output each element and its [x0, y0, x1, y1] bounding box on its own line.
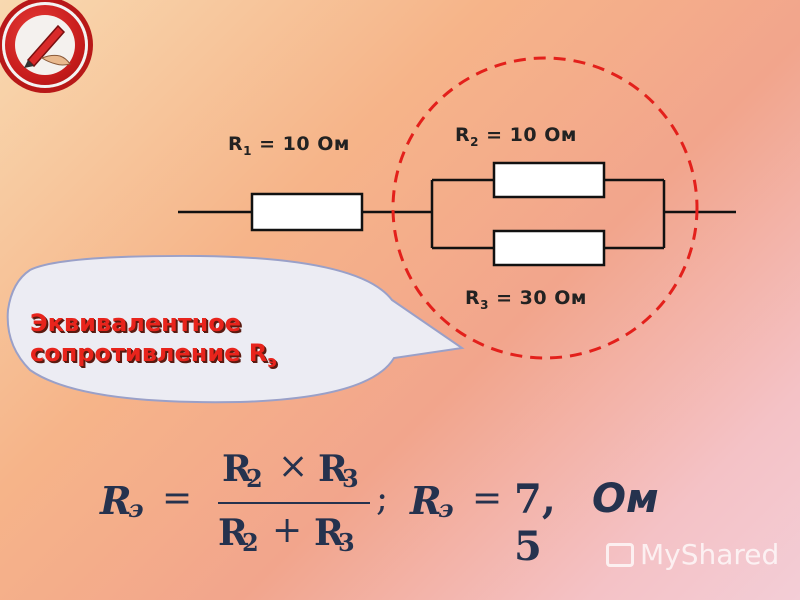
parallel-group-outline [391, 56, 699, 360]
den-b: R [314, 512, 344, 554]
watermark-text: MyShared [640, 538, 780, 571]
resistor-r1 [250, 192, 364, 232]
lhs-sub: э [128, 494, 144, 523]
lhs-equals: = [162, 478, 193, 519]
result-symbol: R [410, 478, 442, 523]
den-b-sub: 3 [338, 528, 355, 557]
pen-hand-icon [2, 2, 88, 88]
separator: ; [376, 478, 389, 519]
callout-line-1: Эквивалентное [30, 309, 241, 337]
den-a-sub: 2 [242, 528, 259, 557]
resistor-r3 [492, 229, 606, 267]
resistor-r2 [492, 161, 606, 199]
num-b: R [318, 448, 348, 490]
r3-label: R3 = 30 Ом [465, 287, 587, 312]
callout-text: Эквивалентное сопротивление Rэ [30, 308, 277, 377]
r1-label: R1 = 10 Ом [228, 133, 350, 158]
num-a: R [222, 448, 252, 490]
presentation-board-icon [606, 543, 634, 567]
num-b-sub: 3 [342, 464, 359, 493]
result-unit: Ом [592, 476, 659, 522]
times-sign: × [278, 446, 309, 487]
r2-label: R2 = 10 Ом [455, 124, 577, 149]
den-a: R [218, 512, 248, 554]
lhs-symbol: R [100, 478, 132, 523]
callout-bubble [6, 254, 465, 404]
num-a-sub: 2 [246, 464, 263, 493]
result-value: 7, 5 [514, 476, 556, 570]
plus-sign: + [272, 510, 303, 551]
fraction-bar [218, 502, 370, 504]
result-sub: э [438, 494, 454, 523]
watermark: MyShared [606, 538, 779, 571]
result-equals: = [472, 478, 503, 519]
callout-line-2: сопротивление Rэ [30, 339, 277, 371]
